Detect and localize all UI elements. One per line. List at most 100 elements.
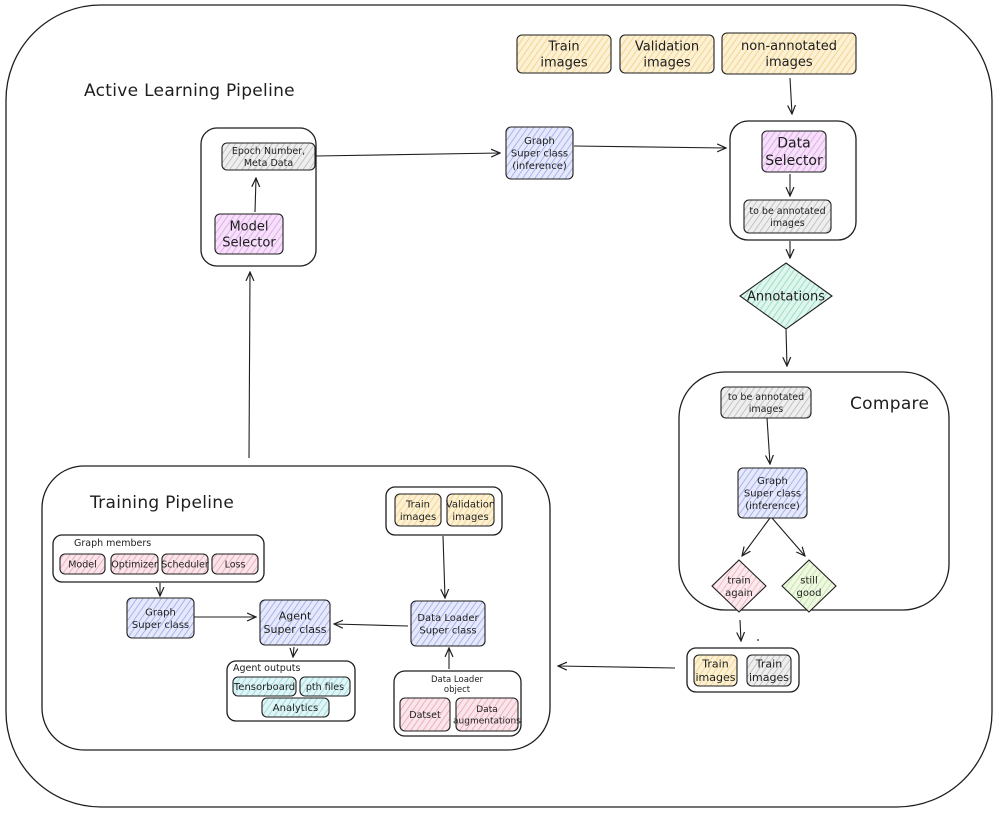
node-train-images-out-1-shape xyxy=(693,654,738,687)
node-annotations: Annotations xyxy=(739,262,833,330)
node-analytics-shape xyxy=(261,697,330,718)
edge-agent-to-outputs xyxy=(293,646,294,657)
edge-nonannotated-to-dataselector xyxy=(790,77,792,114)
node-label: Tensorboard xyxy=(233,682,295,693)
node-label: images xyxy=(452,512,488,523)
compare-title: Compare xyxy=(850,394,929,414)
node-label: Train xyxy=(547,39,579,54)
edge-tobeannotated-to-graph xyxy=(767,417,770,464)
compare-group xyxy=(678,371,950,611)
data-loader-object-label: Data Loader xyxy=(431,675,484,685)
node-label: Selector xyxy=(765,153,823,169)
node-pth-files: pth files xyxy=(299,676,351,697)
training-pipeline-title: Training Pipeline xyxy=(89,493,234,513)
node-label: Data Loader xyxy=(417,613,479,624)
node-label: Super class xyxy=(744,489,801,500)
node-label: non-annotated xyxy=(741,39,837,54)
node-train-images-out-2-shape xyxy=(746,654,792,687)
edges xyxy=(160,77,805,669)
node-label: Super class xyxy=(511,149,568,160)
node-label: Epoch Number, xyxy=(232,146,305,157)
edge-annotations-to-compare xyxy=(786,328,787,366)
edge-graph-to-stillgood xyxy=(771,517,805,556)
data-selector-group xyxy=(729,120,857,241)
node-train-images-top: Train images xyxy=(516,34,612,74)
node-label: to be annotated xyxy=(728,392,804,403)
node-epoch-meta: Epoch Number,Meta Data xyxy=(221,142,316,171)
node-label: Data xyxy=(476,705,498,715)
node-label: good xyxy=(797,588,822,599)
node-label: Loss xyxy=(225,559,246,570)
node-annotations-shape xyxy=(739,262,833,330)
node-loss: Loss xyxy=(211,553,259,575)
node-still-good: still good xyxy=(781,559,837,613)
node-label: (inference) xyxy=(745,501,800,512)
node-label: Optimizer xyxy=(111,559,158,570)
output-images-group xyxy=(686,647,800,693)
nodes: TrainimagesValidationimagesnon-annotated… xyxy=(59,32,857,732)
node-optimizer: Optimizer xyxy=(110,553,159,575)
node-data-loader-super-class-shape xyxy=(410,600,486,647)
edge-graph-to-trainagain xyxy=(742,517,771,556)
node-label: Selector xyxy=(222,236,276,251)
node-label: Graph xyxy=(757,476,788,487)
node-data-selector-shape xyxy=(761,130,827,173)
node-scheduler: Scheduler xyxy=(161,553,209,575)
graph-members-label: Graph members xyxy=(74,538,151,549)
node-train-images-tp-shape xyxy=(394,493,442,527)
tp-images-group xyxy=(385,486,503,536)
node-model: Model xyxy=(59,553,106,575)
agent-outputs-label: Agent outputs xyxy=(233,663,300,674)
node-label: train xyxy=(727,575,750,586)
node-label: Model xyxy=(229,219,268,234)
node-to-be-annotated-2-shape xyxy=(720,386,812,419)
edge-dataloader-to-agent xyxy=(334,624,409,626)
agent-outputs-group xyxy=(226,660,356,722)
node-dataset: Datset xyxy=(399,697,451,732)
node-loss-shape xyxy=(211,553,259,575)
node-label: images xyxy=(643,56,690,71)
active-learning-title: Active Learning Pipeline xyxy=(84,81,295,101)
edge-modelselector-to-epoch xyxy=(255,178,256,213)
data-loader-object-group xyxy=(393,670,522,737)
node-label: images xyxy=(696,671,736,684)
node-label: images xyxy=(749,671,789,684)
node-label: still xyxy=(800,575,817,586)
node-label: Datset xyxy=(409,710,441,721)
node-model-selector-shape xyxy=(214,213,284,255)
node-label: pth files xyxy=(306,682,344,693)
graph-members-group xyxy=(52,534,265,583)
node-label: Model xyxy=(68,559,97,570)
node-label: Analytics xyxy=(273,703,318,714)
node-model-shape xyxy=(59,553,106,575)
node-graph-inference-top-shape xyxy=(505,126,574,180)
node-label: Train xyxy=(701,657,728,670)
node-optimizer-shape xyxy=(110,553,159,575)
node-label: images xyxy=(540,56,587,71)
edge-training-to-modelselector xyxy=(249,272,250,459)
node-dataset-shape xyxy=(399,697,451,732)
edge-graph-to-dataselector xyxy=(573,146,726,148)
node-label: Data xyxy=(777,136,810,152)
edge-outimages-to-training xyxy=(558,666,676,668)
node-label: images xyxy=(770,218,805,229)
node-label: Train xyxy=(405,499,430,510)
node-label: Agent xyxy=(279,609,312,622)
node-label: Graph xyxy=(145,607,176,618)
